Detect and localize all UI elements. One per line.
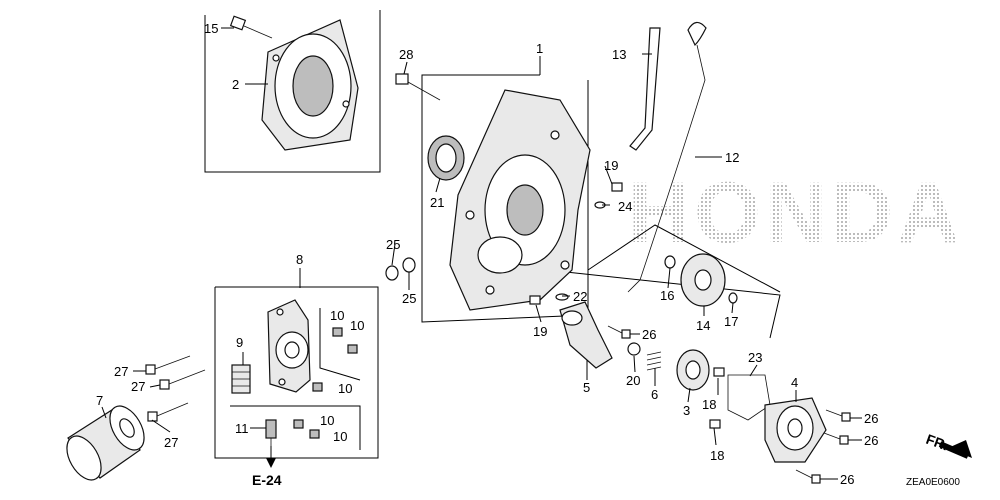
side-cover-plate: [261, 19, 359, 151]
callout-12: 12: [725, 150, 739, 165]
pump-cover-4: [764, 397, 827, 463]
callout-22: 22: [573, 289, 587, 304]
filter-nipple-9: [231, 364, 251, 394]
callout-4: 4: [791, 375, 798, 390]
callout-24: 24: [618, 199, 632, 214]
callout-3: 3: [683, 403, 690, 418]
diagram-code: ZEA0E0600: [906, 477, 960, 488]
group-frames: [204, 10, 781, 459]
reference-label: E-24: [252, 472, 282, 488]
callout-11: 11: [235, 421, 249, 436]
callout-14: 14: [696, 318, 710, 333]
callout-25b: 25: [402, 291, 416, 306]
direction-label: FR.: [924, 431, 951, 454]
callout-1: 1: [536, 41, 543, 56]
callout-26c: 26: [864, 433, 878, 448]
washers-25: [385, 257, 416, 281]
bolts-26: [607, 325, 851, 484]
reference-e24: E-24: [252, 458, 282, 488]
callout-10c: 10: [338, 381, 352, 396]
callout-10e: 10: [333, 429, 347, 444]
callout-26d: 26: [840, 472, 854, 487]
callout-26a: 26: [642, 327, 656, 342]
bolt-15: [229, 15, 273, 39]
callout-23: 23: [748, 350, 762, 365]
fitting-11: [265, 419, 277, 446]
callout-26b: 26: [864, 411, 878, 426]
oil-filter-base-8: [267, 299, 311, 393]
oil-seal-21: [427, 135, 465, 181]
front-direction-arrow: FR.: [924, 431, 972, 459]
dowel-pins-19: [529, 182, 623, 305]
callout-18a: 18: [702, 397, 716, 412]
pin-18b: [709, 419, 721, 429]
callout-5: 5: [583, 380, 590, 395]
callout-2: 2: [232, 77, 239, 92]
callout-21: 21: [430, 195, 444, 210]
callout-13: 13: [612, 47, 626, 62]
pin-18a: [713, 367, 725, 377]
callout-20: 20: [626, 373, 640, 388]
callout-8: 8: [296, 252, 303, 267]
callout-28: 28: [399, 47, 413, 62]
rotor-3: [676, 349, 710, 391]
callout-27a: 27: [114, 364, 128, 379]
main-case: [449, 89, 591, 311]
callout-10a: 10: [330, 308, 344, 323]
callout-27b: 27: [131, 379, 145, 394]
dipstick-tube-13: [629, 27, 661, 151]
callout-7: 7: [96, 393, 103, 408]
check-ball-20: [627, 342, 641, 356]
leader-lines: [101, 27, 862, 480]
callout-10d: 10: [320, 413, 334, 428]
gasket-23: [727, 374, 771, 421]
bolts-27: [145, 355, 206, 422]
brand-watermark: HONDA: [628, 165, 963, 261]
oil-pump-housing-5: [555, 293, 613, 369]
gear-14: [664, 253, 738, 307]
callout-27c: 27: [164, 435, 178, 450]
callout-18b: 18: [710, 448, 724, 463]
relief-spring-6: [646, 351, 662, 371]
dipstick-12: [627, 21, 707, 293]
plugs-10: [293, 327, 358, 439]
callout-labels: 15 2 1 28 21 13 12 19 24 25 25 8 22 19 5…: [96, 21, 878, 487]
oil-filter-7: [66, 405, 145, 481]
callout-25a: 25: [386, 237, 400, 252]
callout-6: 6: [651, 387, 658, 402]
callout-10b: 10: [350, 318, 364, 333]
callout-19b: 19: [533, 324, 547, 339]
callout-19a: 19: [604, 158, 618, 173]
callout-15: 15: [204, 21, 218, 36]
callout-16: 16: [660, 288, 674, 303]
callout-17: 17: [724, 314, 738, 329]
bolt-28: [395, 73, 441, 101]
callout-9: 9: [236, 335, 243, 350]
